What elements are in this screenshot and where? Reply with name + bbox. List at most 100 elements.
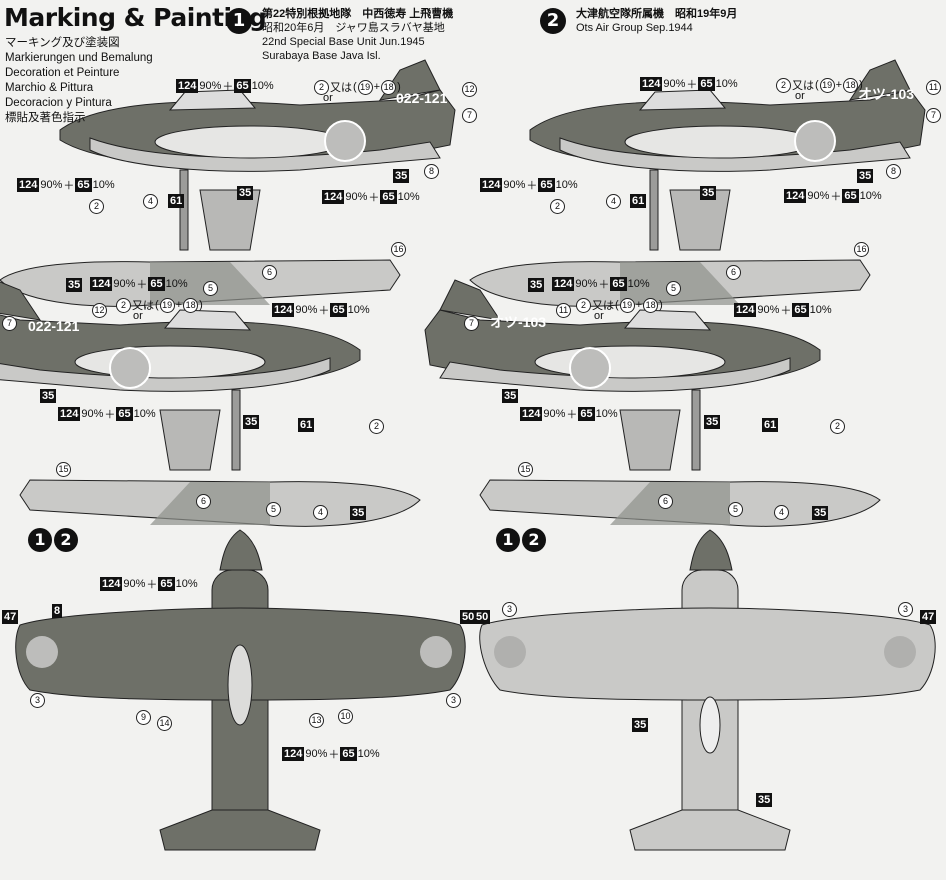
ref-5: 5 bbox=[666, 281, 681, 296]
ref-4: 4 bbox=[143, 194, 158, 209]
ref-7: 7 bbox=[462, 108, 477, 123]
ref-12: 12 bbox=[462, 82, 477, 97]
alt-or-label: or bbox=[133, 310, 143, 322]
ref-8: 8 bbox=[52, 604, 63, 618]
lang-fr: Decoration et Peinture bbox=[5, 67, 120, 79]
ref-3: 3 bbox=[446, 693, 461, 708]
ref-5: 5 bbox=[728, 502, 743, 517]
ref-16: 16 bbox=[391, 242, 406, 257]
ref-15: 15 bbox=[56, 462, 71, 477]
ref-35: 35 bbox=[528, 278, 545, 292]
ref-61: 61 bbox=[168, 194, 185, 208]
ref-35: 35 bbox=[243, 415, 260, 429]
ref-35: 35 bbox=[812, 506, 829, 520]
ref-35: 35 bbox=[40, 389, 57, 403]
ref-35: 35 bbox=[700, 186, 717, 200]
lang-cn: 標貼及著色指示 bbox=[5, 112, 86, 124]
ref-2: 2 bbox=[830, 419, 845, 434]
ref-5: 5 bbox=[266, 502, 281, 517]
ref-6: 6 bbox=[658, 494, 673, 509]
ref-8: 8 bbox=[886, 164, 901, 179]
lang-de: Markierungen und Bemalung bbox=[5, 52, 153, 64]
ref-35: 35 bbox=[632, 718, 649, 732]
ref-11: 11 bbox=[926, 80, 941, 95]
ref-50: 50 bbox=[460, 610, 477, 624]
ref-2: 2 bbox=[89, 199, 104, 214]
scheme-2-badge: 2 bbox=[540, 8, 566, 34]
ref-5: 5 bbox=[203, 281, 218, 296]
scheme2-left-side-view bbox=[424, 279, 881, 527]
scheme-1-caption: 第22特別根拠地隊 中西徳寿 上飛曹機 昭和20年6月 ジャワ島スラバヤ基地 2… bbox=[262, 8, 454, 62]
ref-2: 2 bbox=[550, 199, 565, 214]
ref-47: 47 bbox=[920, 610, 937, 624]
ref-6: 6 bbox=[196, 494, 211, 509]
scheme-2-caption: 大津航空隊所属機 昭和19年9月 Ots Air Group Sep.1944 bbox=[576, 8, 738, 34]
alt-or-label: or bbox=[795, 90, 805, 102]
top-view-upper-surface bbox=[15, 529, 466, 851]
ref-3: 3 bbox=[502, 602, 517, 617]
ref-3: 3 bbox=[898, 602, 913, 617]
ref-61: 61 bbox=[298, 418, 315, 432]
ref-9: 9 bbox=[136, 710, 151, 725]
ref-7: 7 bbox=[926, 108, 941, 123]
tail-code-2-left: オツ-103 bbox=[490, 314, 547, 330]
lang-it: Marchio & Pittura bbox=[5, 82, 94, 94]
scheme1-left-side-view bbox=[0, 279, 421, 527]
ref-35: 35 bbox=[66, 278, 83, 292]
alt-or-label: or bbox=[594, 310, 604, 322]
ref-35: 35 bbox=[393, 169, 410, 183]
ref-4: 4 bbox=[774, 505, 789, 520]
ref-2: 2 bbox=[369, 419, 384, 434]
tail-code-1-left: 022-121 bbox=[28, 318, 80, 334]
applies-to-both-right: 1 2 bbox=[496, 528, 546, 552]
ref-10: 10 bbox=[338, 709, 353, 724]
ref-3: 3 bbox=[30, 693, 45, 708]
scheme-1-badge: 1 bbox=[226, 8, 252, 34]
ref-35: 35 bbox=[350, 506, 367, 520]
ref-61: 61 bbox=[762, 418, 779, 432]
ref-12: 12 bbox=[92, 303, 107, 318]
ref-4: 4 bbox=[606, 194, 621, 209]
tail-code-1-right: 022-121 bbox=[396, 90, 448, 106]
ref-50: 50 bbox=[474, 610, 491, 624]
ref-7: 7 bbox=[2, 316, 17, 331]
ref-7: 7 bbox=[464, 316, 479, 331]
ref-14: 14 bbox=[157, 716, 172, 731]
ref-35: 35 bbox=[502, 389, 519, 403]
ref-16: 16 bbox=[854, 242, 869, 257]
page-title: Marking & Painting bbox=[4, 3, 267, 32]
ref-13: 13 bbox=[309, 713, 324, 728]
ref-15: 15 bbox=[518, 462, 533, 477]
alt-or-label: or bbox=[323, 92, 333, 104]
tail-code-2-right: オツ-103 bbox=[858, 86, 915, 102]
ref-47: 47 bbox=[2, 610, 19, 624]
scheme2-right-side-view bbox=[469, 59, 926, 307]
lang-jp: マーキング及び塗装図 bbox=[5, 37, 120, 49]
lang-es: Decoracion y Pintura bbox=[5, 97, 112, 109]
ref-35: 35 bbox=[704, 415, 721, 429]
ref-11: 11 bbox=[556, 303, 571, 318]
ref-35: 35 bbox=[237, 186, 254, 200]
ref-6: 6 bbox=[726, 265, 741, 280]
ref-35: 35 bbox=[857, 169, 874, 183]
ref-8: 8 bbox=[424, 164, 439, 179]
ref-35: 35 bbox=[756, 793, 773, 807]
applies-to-both-left: 1 2 bbox=[28, 528, 78, 552]
hinomaru-marking bbox=[324, 120, 366, 162]
